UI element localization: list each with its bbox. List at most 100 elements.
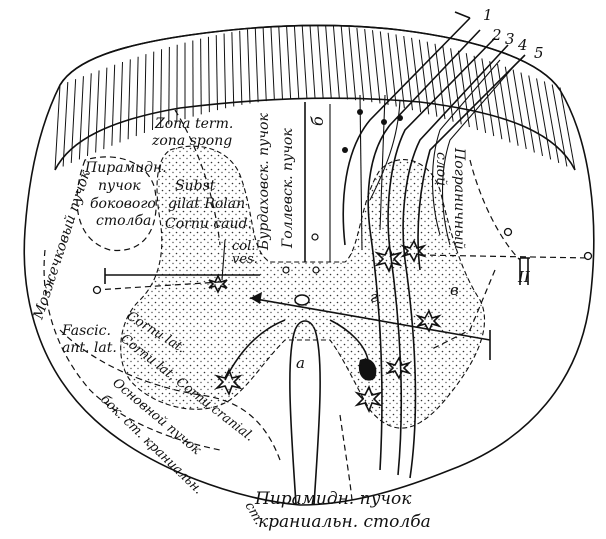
rim-hatch-line <box>254 28 259 103</box>
rim-hatch-line <box>340 26 348 100</box>
label-col-2: ves. <box>232 252 258 267</box>
label-piramidn-2: пучок <box>98 178 141 194</box>
rim-hatching <box>54 24 576 171</box>
rim-hatch-line <box>551 84 568 167</box>
rim-hatch-line <box>247 29 251 104</box>
label-piramidn-4: столба <box>96 213 151 229</box>
rim-hatch-line <box>160 49 163 128</box>
label-mozzhech: Мозжечковый пучок <box>30 168 94 323</box>
rim-hatch-line <box>270 26 275 101</box>
label-a: а <box>296 354 305 372</box>
label-v: в <box>450 281 459 299</box>
neuron-cell <box>208 274 228 294</box>
rim-hatch-line <box>317 25 324 99</box>
neuron-cell <box>415 309 442 333</box>
rim-hatch-line <box>473 55 487 134</box>
cerebellar-tract-boundary <box>43 249 221 451</box>
label-roman-II: II <box>517 268 531 286</box>
rim-hatch-line <box>395 34 405 109</box>
cell-axon-left <box>224 319 286 381</box>
label-pir-cran-2: краниальн. столба <box>258 512 431 532</box>
rim-hatch-line <box>403 35 413 111</box>
post-column-fiber-2 <box>379 94 386 231</box>
rim-hatch-line <box>239 30 243 105</box>
label-num-5: 5 <box>534 44 544 62</box>
post-column-fiber-1 <box>359 94 363 251</box>
rim-hatch-line <box>301 25 308 99</box>
label-piramidn-1: Пирамидн. <box>84 160 167 176</box>
label-num-4: 4 <box>517 36 528 54</box>
neuron-cell <box>354 385 383 413</box>
fiber-2 <box>367 29 481 231</box>
cell-axon-right <box>329 319 369 361</box>
rim-hatch-line <box>223 33 227 109</box>
rim-hatch-line <box>286 25 292 99</box>
rim-hatch-line <box>504 66 519 146</box>
rim-hatch-line <box>215 35 218 111</box>
rim-hatch-line <box>309 24 316 99</box>
neuron-cell <box>400 239 427 263</box>
col-ves-line <box>221 239 226 281</box>
fiber-1 <box>342 17 471 246</box>
label-col-1: col. <box>232 239 255 254</box>
anterior-fissure <box>289 320 321 506</box>
rim-hatch-line <box>62 82 69 167</box>
root-line-a <box>454 11 471 19</box>
rim-hatch-line <box>87 73 92 156</box>
label-zona-spong: zona spong <box>151 133 232 149</box>
roman-bracket <box>519 257 530 285</box>
rim-hatch-line <box>426 41 438 117</box>
rim-hatch-line <box>497 63 511 143</box>
label-num-3: 3 <box>505 30 515 48</box>
right-tract-boundary <box>429 269 496 351</box>
label-burdach: Бурдаховск. пучок <box>256 113 272 251</box>
rim-hatch-line <box>262 27 267 102</box>
rim-hatch-line <box>325 25 332 99</box>
rim-hatch-line <box>372 30 381 104</box>
arrow-head <box>250 292 262 304</box>
rim-hatch-line <box>332 25 340 99</box>
label-num-2: 2 <box>491 26 502 44</box>
rim-hatch-line <box>364 29 373 103</box>
rim-hatch-line <box>457 50 470 128</box>
label-zona-term: Zona term. <box>154 116 233 132</box>
label-pogran-1: Пограничный <box>451 147 467 250</box>
rim-hatch-line <box>450 48 462 125</box>
rim-hatch-line <box>135 56 139 137</box>
label-goll: Голлевск. пучок <box>280 128 296 249</box>
rim-hatch-line <box>168 46 170 125</box>
rim-hatch-line <box>54 84 61 171</box>
grey-matter <box>120 145 486 429</box>
rim-hatch-line <box>379 31 389 105</box>
rim-hatch-line <box>127 59 131 140</box>
hatched-rim-inner <box>54 97 576 171</box>
label-cornu-caud: Cornu caud. <box>165 216 252 232</box>
label-subst-2: gilat Rolan <box>168 196 245 212</box>
label-fascic-1: Fascic. <box>61 323 111 339</box>
motor-fiber-3 <box>404 259 417 479</box>
label-pir-cran-1: Пирамидн. пучок <box>254 489 412 509</box>
fiber-6 <box>432 59 501 236</box>
rim-hatch-line <box>356 28 365 102</box>
fiber-3 <box>387 37 496 251</box>
rim-hatch-line <box>512 69 527 150</box>
rim-hatch-line <box>442 45 454 122</box>
rim-hatch-line <box>207 36 210 113</box>
rim-hatch-line <box>103 67 108 150</box>
rim-hatch-line <box>434 43 446 120</box>
rim-hatch-line <box>418 39 430 115</box>
rim-hatch-line <box>78 76 84 160</box>
rim-hatch-line <box>543 81 560 164</box>
post-column-fiber-3 <box>369 99 401 201</box>
rim-hatch-line <box>278 26 283 100</box>
label-piramidn-3: бокового <box>90 196 156 212</box>
rim-hatch-line <box>520 72 535 153</box>
label-fascic-2: ant. lat. <box>62 340 117 356</box>
rim-hatch-line <box>119 62 123 143</box>
pogran-boundary <box>469 159 521 261</box>
rim-hatch-line <box>70 79 77 163</box>
zona-boundary <box>174 109 221 246</box>
rim-hatch-line <box>411 37 422 113</box>
neuron-cell <box>214 368 243 396</box>
